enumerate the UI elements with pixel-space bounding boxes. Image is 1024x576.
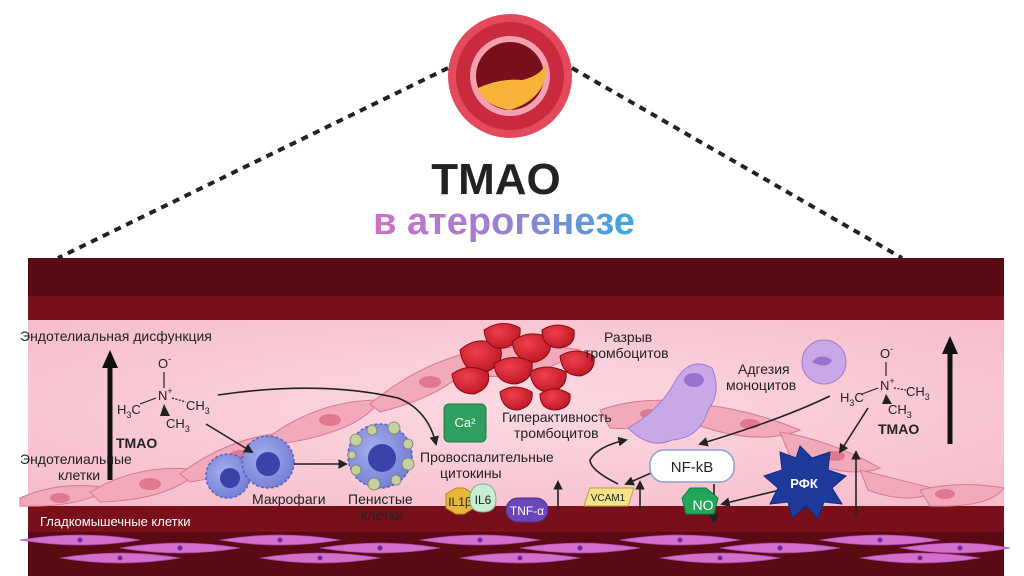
monocyte-adhesion-label-2: моноцитов	[726, 377, 796, 393]
dysfunction-arrow-right	[942, 336, 958, 444]
foam-cells-label-2: клетки	[361, 507, 403, 523]
proinflammatory-label-1: Провоспалительные	[420, 449, 554, 465]
foam-cells-label-1: Пенистые	[348, 491, 413, 507]
endothelial-cells-label-1: Эндотелиальные	[20, 451, 132, 467]
platelet-rupture-label-1: Разрыв	[604, 329, 652, 345]
vcam1-badge: VCAM1	[583, 487, 635, 507]
labels: Эндотелиальная дисфункция TMAO TMAO Эндо…	[20, 328, 919, 523]
tnfa-badge: TNF-α	[505, 497, 549, 523]
projection-lines	[57, 66, 903, 260]
no-badge: NO	[681, 487, 719, 515]
tmao-molecule-right: O- N+ H3C CH3 CH3	[840, 344, 930, 420]
svg-text:IL6: IL6	[475, 493, 492, 507]
il6-badge: IL6	[469, 483, 497, 513]
platelets	[451, 323, 595, 411]
platelet-rupture-label-2: тромбоцитов	[584, 345, 669, 361]
proinflammatory-label-2: цитокины	[440, 465, 502, 481]
tmao-left-label: TMAO	[116, 435, 157, 451]
svg-text:VCAM1: VCAM1	[591, 493, 626, 504]
artery-cross-section-icon	[448, 14, 572, 138]
smooth-muscle-label: Гладкомышечные клетки	[40, 514, 191, 529]
title-line-1: TMAO	[431, 155, 561, 204]
svg-text:CH3: CH3	[888, 402, 912, 420]
tmao-right-label: TMAO	[878, 421, 919, 437]
tmao-molecule-left: O- N+ H3C CH3 CH3	[117, 354, 210, 434]
monocyte-adhesion	[627, 339, 847, 444]
svg-text:TNF-α: TNF-α	[510, 504, 544, 518]
svg-text:CH3: CH3	[166, 416, 190, 434]
calcium-badge: Ca²	[443, 403, 487, 443]
svg-text:NO: NO	[693, 497, 714, 513]
svg-text:Ca²: Ca²	[455, 415, 477, 430]
title-line-2: в атерогенезе	[373, 201, 635, 243]
monocyte-adhesion-label-1: Адгезия	[738, 361, 790, 377]
svg-text:N+: N+	[158, 386, 173, 403]
il1b-badge: IL1β	[445, 487, 475, 515]
svg-text:РФК: РФК	[790, 476, 818, 491]
svg-text:CH3: CH3	[186, 398, 210, 416]
dysfunction-arrow-left	[102, 350, 118, 480]
nfkb-badge: NF-kB	[649, 449, 735, 483]
svg-text:H3C: H3C	[840, 390, 864, 408]
platelet-hyper-label-2: тромбоцитов	[514, 425, 599, 441]
endothelial-dysfunction-label: Эндотелиальная дисфункция	[20, 328, 212, 344]
svg-text:N+: N+	[880, 376, 895, 393]
foam-cell	[347, 421, 415, 491]
svg-text:O-: O-	[158, 354, 171, 371]
svg-text:O-: O-	[880, 344, 893, 361]
smooth-muscle-cells	[19, 534, 1011, 564]
rfk-badge: РФК	[763, 445, 847, 519]
endothelial-cells-label-2: клетки	[58, 467, 100, 483]
macrophages	[205, 435, 295, 499]
macrophages-label: Макрофаги	[252, 491, 326, 507]
svg-text:NF-kB: NF-kB	[671, 459, 714, 476]
svg-text:CH3: CH3	[906, 384, 930, 402]
svg-text:H3C: H3C	[117, 402, 141, 420]
platelet-hyper-label-1: Гиперактивность	[502, 409, 612, 425]
svg-text:IL1β: IL1β	[448, 495, 472, 509]
pathway-arrows	[205, 387, 869, 524]
